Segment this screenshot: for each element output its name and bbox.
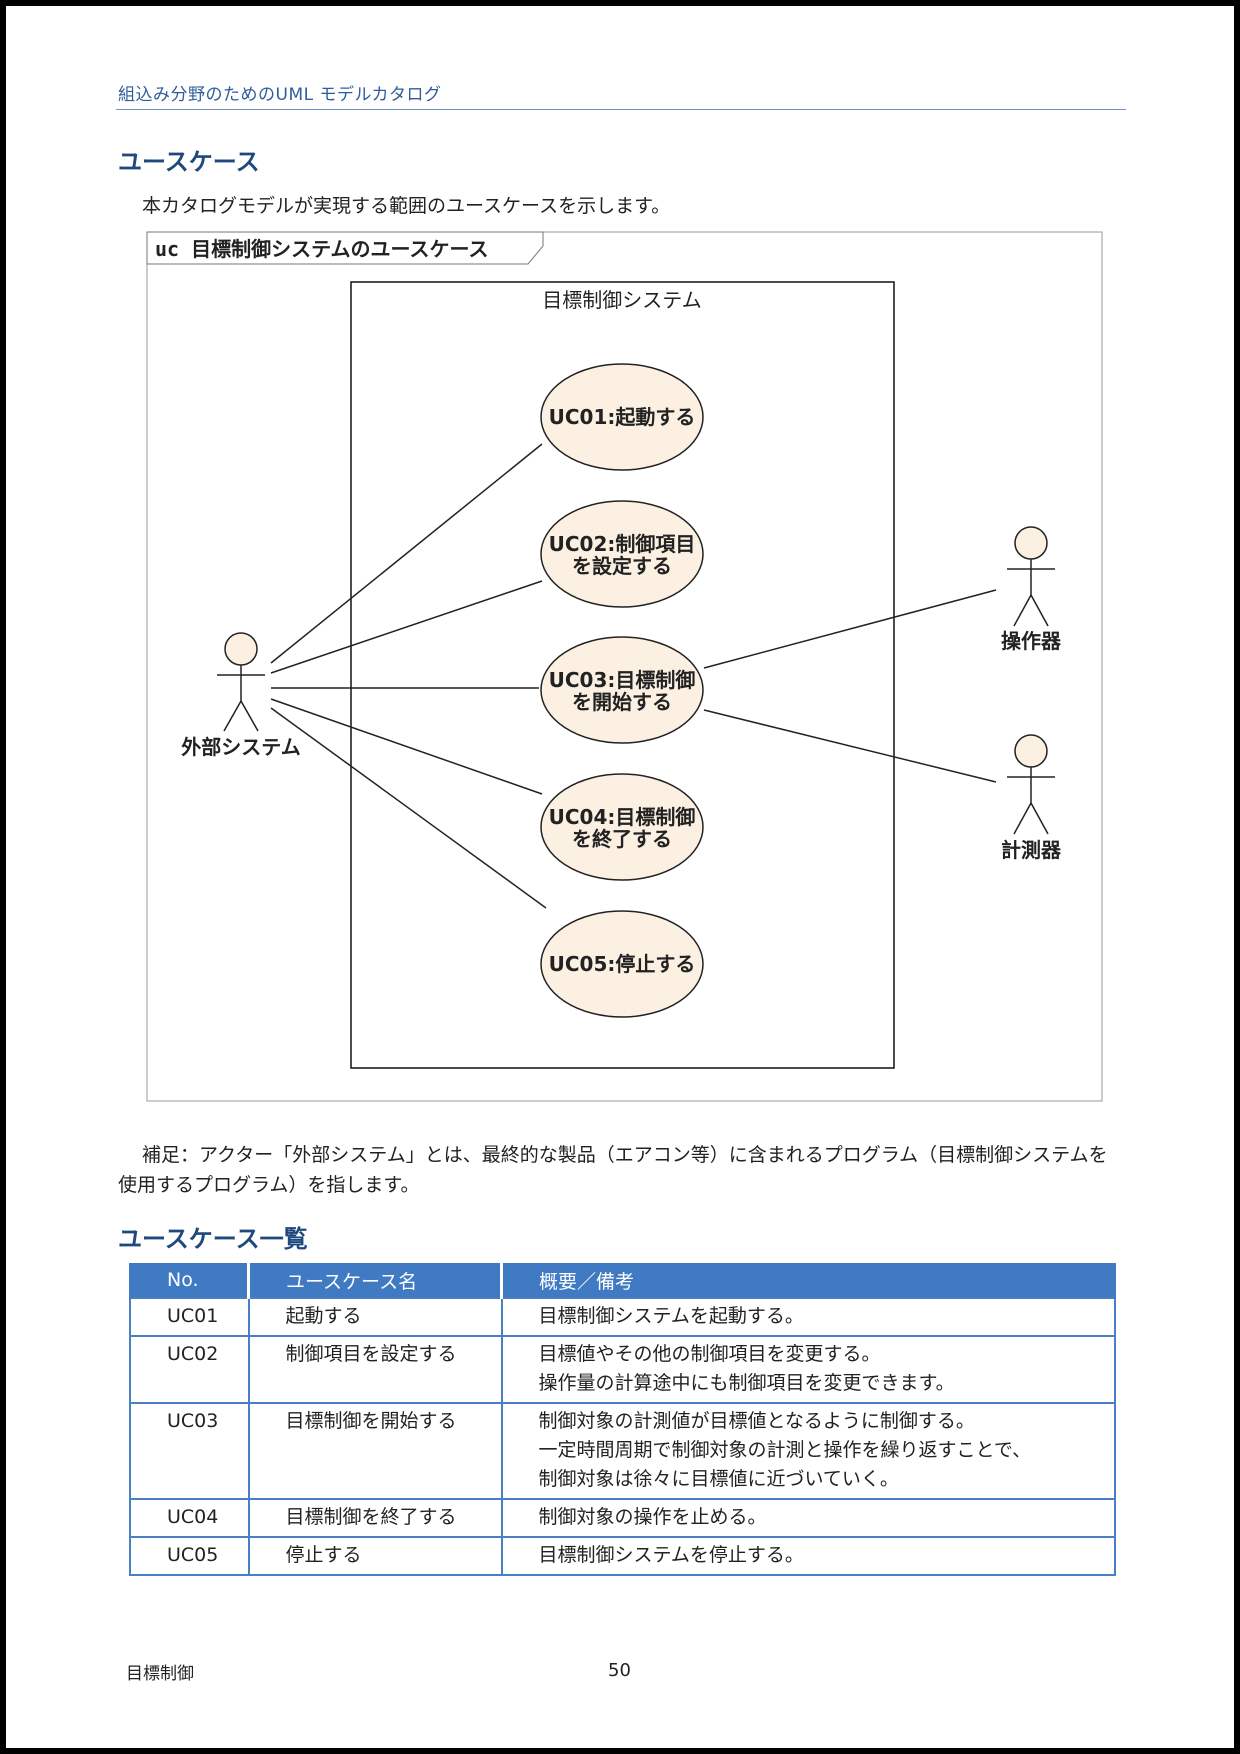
actor-meter-label: 計測器 — [1001, 838, 1062, 862]
usecase-table: No. ユースケース名 概要／備考 UC01 起動する 目標制御システムを起動す… — [129, 1263, 1116, 1576]
table-header-name: ユースケース名 — [247, 1263, 503, 1298]
table-row: UC04 目標制御を終了する 制御対象の操作を止める。 — [129, 1498, 1116, 1538]
table-cell-name: 制御項目を設定する — [247, 1335, 503, 1404]
table-header-no: No. — [129, 1263, 250, 1298]
table-header-desc: 概要／備考 — [500, 1263, 1116, 1298]
actor-operator[interactable] — [1007, 526, 1055, 627]
assoc-uc03-meter — [703, 709, 997, 783]
desc-line: 目標制御システムを停止する。 — [538, 1544, 804, 1566]
desc-line: 制御対象は徐々に目標値に近づいていく。 — [538, 1468, 899, 1490]
intro-text: 本カタログモデルが実現する範囲のユースケースを示します。 — [142, 195, 671, 217]
use-case-uc03-label-1: UC03:目標制御 — [549, 668, 696, 692]
system-name: 目標制御システム — [542, 288, 701, 312]
use-case-uc04-label-1: UC04:目標制御 — [549, 805, 696, 829]
actor-operator-label: 操作器 — [1001, 629, 1062, 653]
section-title-usecase-list: ユースケース一覧 — [118, 1225, 308, 1253]
assoc-external-uc04 — [270, 698, 543, 795]
desc-line: 制御対象の計測値が目標値となるように制御する。 — [538, 1410, 975, 1432]
section-title-usecase: ユースケース — [118, 148, 260, 176]
desc-line: 一定時間周期で制御対象の計測と操作を繰り返すことで、 — [538, 1439, 1032, 1461]
use-case-uc04-label-2: を終了する — [572, 827, 672, 851]
frame-label-tab — [146, 231, 544, 265]
desc-line: 操作量の計算途中にも制御項目を変更できます。 — [538, 1372, 955, 1394]
table-cell-desc: 目標制御システムを起動する。 — [500, 1297, 1116, 1337]
page: 組込み分野のためのUML モデルカタログ ユースケース 本カタログモデルが実現す… — [6, 6, 1234, 1748]
assoc-external-uc01 — [270, 443, 543, 664]
table-row: UC01 起動する 目標制御システムを起動する。 — [129, 1297, 1116, 1337]
assoc-external-uc02 — [270, 580, 543, 674]
running-header: 組込み分野のためのUML モデルカタログ — [118, 85, 442, 105]
table-row: UC03 目標制御を開始する 制御対象の計測値が目標値となるように制御する。 一… — [129, 1402, 1116, 1500]
table-header-row: No. ユースケース名 概要／備考 — [129, 1263, 1116, 1298]
actor-external-system[interactable] — [217, 632, 265, 732]
use-case-uc02[interactable]: UC02:制御項目 を設定する — [540, 500, 704, 608]
actor-meter-head — [1014, 734, 1048, 768]
table-cell-name: 目標制御を終了する — [247, 1498, 503, 1538]
table-cell-desc: 目標制御システムを停止する。 — [500, 1536, 1116, 1576]
header-rule — [116, 109, 1126, 110]
actor-operator-head — [1014, 526, 1048, 560]
use-case-uc01-label: UC01:起動する — [549, 405, 696, 429]
table-cell-name: 起動する — [247, 1297, 503, 1337]
use-case-uc03-label-2: を開始する — [572, 690, 672, 714]
frame-label: uc 目標制御システムのユースケース — [155, 237, 489, 261]
table-row: UC02 制御項目を設定する 目標値やその他の制御項目を変更する。 操作量の計算… — [129, 1335, 1116, 1404]
usecase-diagram: uc 目標制御システムのユースケース 目標制御システム UC01:起動する UC… — [146, 231, 1103, 1102]
table-row: UC05 停止する 目標制御システムを停止する。 — [129, 1536, 1116, 1576]
use-case-uc04[interactable]: UC04:目標制御 を終了する — [540, 773, 704, 881]
page-number: 50 — [608, 1660, 631, 1681]
table-cell-no: UC01 — [129, 1297, 250, 1337]
desc-line: 目標制御システムを起動する。 — [538, 1305, 804, 1327]
table-cell-name: 停止する — [247, 1536, 503, 1576]
table-cell-name: 目標制御を開始する — [247, 1402, 503, 1500]
associations — [270, 443, 997, 909]
table-cell-no: UC02 — [129, 1335, 250, 1404]
desc-line: 制御対象の操作を止める。 — [538, 1506, 767, 1528]
use-case-uc01[interactable]: UC01:起動する — [540, 363, 704, 471]
actor-meter[interactable] — [1007, 734, 1055, 835]
table-cell-no: UC03 — [129, 1402, 250, 1500]
desc-line: 目標値やその他の制御項目を変更する。 — [538, 1343, 881, 1365]
actor-external-head — [224, 632, 258, 666]
use-case-uc05[interactable]: UC05:停止する — [540, 910, 704, 1018]
use-case-uc03[interactable]: UC03:目標制御 を開始する — [540, 636, 704, 744]
system-boundary — [350, 281, 895, 1069]
use-case-uc05-label: UC05:停止する — [549, 952, 696, 976]
table-cell-desc: 制御対象の計測値が目標値となるように制御する。 一定時間周期で制御対象の計測と操… — [500, 1402, 1116, 1500]
table-cell-desc: 制御対象の操作を止める。 — [500, 1498, 1116, 1538]
use-case-uc02-label-2: を設定する — [572, 554, 672, 578]
table-cell-desc: 目標値やその他の制御項目を変更する。 操作量の計算途中にも制御項目を変更できます… — [500, 1335, 1116, 1404]
footer-chapter: 目標制御 — [126, 1664, 194, 1684]
actor-external-label: 外部システム — [181, 735, 300, 759]
table-cell-no: UC05 — [129, 1536, 250, 1576]
assoc-uc03-operator — [703, 589, 997, 669]
table-cell-no: UC04 — [129, 1498, 250, 1538]
note-text: 補足：アクター「外部システム」とは、最終的な製品（エアコン等）に含まれるプログラ… — [118, 1144, 1108, 1196]
use-case-uc02-label-1: UC02:制御項目 — [549, 532, 696, 556]
assoc-external-uc05 — [270, 707, 547, 909]
